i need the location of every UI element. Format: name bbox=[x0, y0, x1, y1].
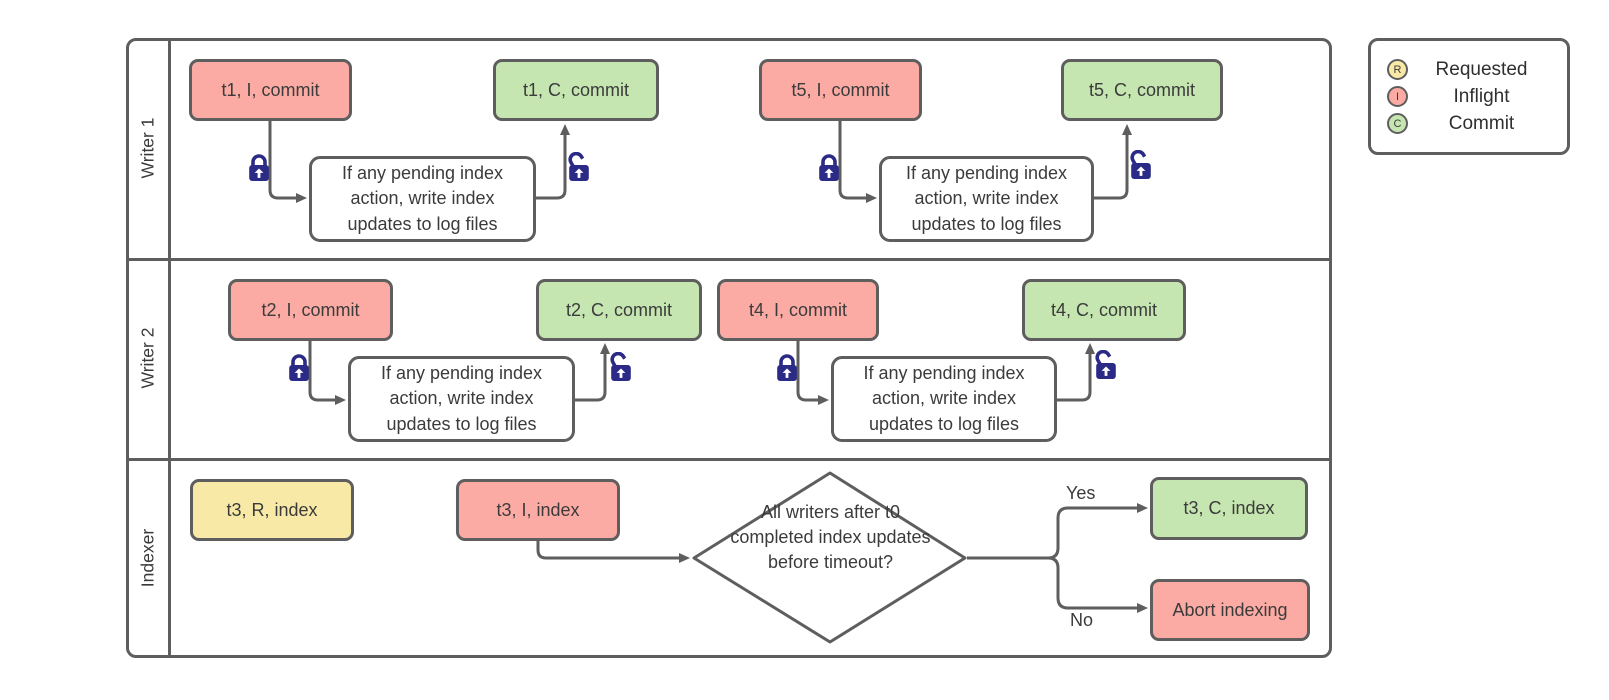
legend-item: R Requested bbox=[1387, 56, 1555, 83]
decision-diamond-label: All writers after t0 completed index upd… bbox=[730, 502, 931, 573]
legend-label: Inflight bbox=[1453, 85, 1510, 107]
lane-label-writer-2: Writer 2 bbox=[137, 327, 158, 389]
node-t5-commit: t5, C, commit bbox=[1061, 59, 1223, 121]
connector-arrow bbox=[838, 121, 877, 203]
node-t5-inflight: t5, I, commit bbox=[759, 59, 922, 121]
lock-closed-icon bbox=[774, 352, 800, 384]
lock-closed-icon bbox=[246, 152, 272, 184]
node-t3-commit: t3, C, index bbox=[1150, 477, 1308, 540]
legend-marker-commit-icon: C bbox=[1387, 113, 1408, 134]
connector-arrow bbox=[575, 343, 610, 402]
lock-open-icon bbox=[1128, 150, 1154, 182]
edge-label-no: No bbox=[1070, 610, 1094, 630]
connector-arrow bbox=[1047, 556, 1148, 613]
legend-marker-inflight-icon: I bbox=[1387, 86, 1408, 107]
node-t2-inflight: t2, I, commit bbox=[228, 279, 393, 341]
legend-marker-requested-icon: R bbox=[1387, 59, 1408, 80]
connector-arrow bbox=[1047, 503, 1148, 560]
legend: R Requested I Inflight C Commit bbox=[1368, 38, 1570, 155]
node-t4-commit: t4, C, commit bbox=[1022, 279, 1186, 341]
lane-label-divider bbox=[168, 38, 171, 658]
node-process-writer2-b: If any pending index action, write index… bbox=[831, 356, 1057, 442]
lane-label-writer-1: Writer 1 bbox=[137, 117, 158, 179]
lane-divider bbox=[126, 258, 1332, 261]
lane-label-indexer: Indexer bbox=[137, 528, 158, 588]
node-process-writer2-a: If any pending index action, write index… bbox=[348, 356, 575, 442]
swimlane-frame bbox=[126, 38, 1332, 658]
node-process-writer1-b: If any pending index action, write index… bbox=[879, 156, 1094, 242]
node-abort-indexing: Abort indexing bbox=[1150, 579, 1310, 641]
legend-item: I Inflight bbox=[1387, 83, 1555, 110]
connector-arrow bbox=[308, 341, 346, 405]
node-t1-commit: t1, C, commit bbox=[493, 59, 659, 121]
node-t3-requested: t3, R, index bbox=[190, 479, 354, 541]
lock-open-icon bbox=[608, 352, 634, 384]
connector-arrow bbox=[536, 541, 690, 563]
node-t2-commit: t2, C, commit bbox=[536, 279, 702, 341]
lock-closed-icon bbox=[286, 352, 312, 384]
node-t3-inflight: t3, I, index bbox=[456, 479, 620, 541]
lock-open-icon bbox=[566, 152, 592, 184]
decision-diamond-shape bbox=[692, 471, 967, 644]
lane-divider bbox=[126, 458, 1332, 461]
node-process-writer1-a: If any pending index action, write index… bbox=[309, 156, 536, 242]
lock-closed-icon bbox=[816, 152, 842, 184]
legend-item: C Commit bbox=[1387, 110, 1555, 137]
connector-arrow bbox=[536, 124, 570, 200]
connector-arrow bbox=[1057, 343, 1095, 402]
legend-label: Commit bbox=[1448, 112, 1515, 134]
connector-arrow bbox=[1090, 124, 1132, 200]
connector-arrow bbox=[268, 121, 307, 203]
edge-label-yes: Yes bbox=[1066, 483, 1096, 503]
lock-open-icon bbox=[1093, 350, 1119, 382]
legend-label: Requested bbox=[1435, 58, 1528, 80]
node-t1-inflight: t1, I, commit bbox=[189, 59, 352, 121]
node-t4-inflight: t4, I, commit bbox=[717, 279, 879, 341]
connector-arrow bbox=[796, 341, 829, 405]
